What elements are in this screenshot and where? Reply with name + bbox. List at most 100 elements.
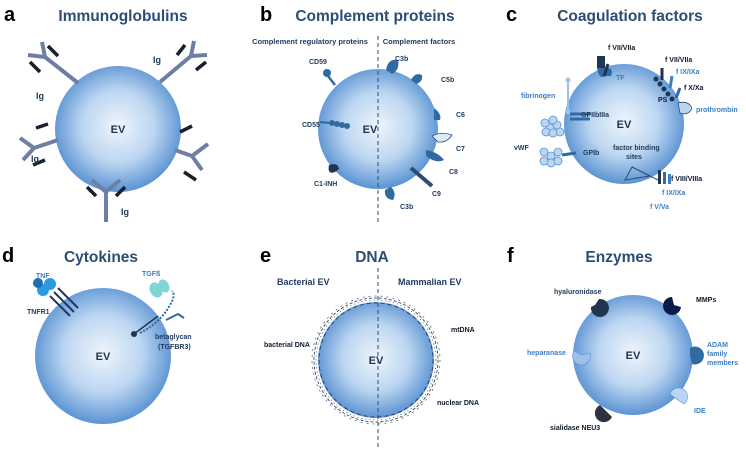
panel-letter-b: b bbox=[260, 4, 272, 26]
gpiibiiia-receptor bbox=[570, 112, 590, 121]
f9-bottom-label: f IX/IXa bbox=[662, 190, 685, 197]
dna-strands bbox=[311, 295, 441, 425]
c1-inh-protein bbox=[328, 164, 339, 173]
panel-title-f: Enzymes bbox=[585, 249, 652, 266]
panel-letter-e: e bbox=[260, 245, 271, 267]
gpib-receptor bbox=[561, 151, 577, 157]
panel-title-e: DNA bbox=[355, 249, 389, 266]
binding-sites-label-line2: sites bbox=[626, 154, 642, 161]
neu3-label: sialidase NEU3 bbox=[550, 425, 600, 432]
cd55-protein bbox=[319, 120, 350, 129]
gpiibiiia-label: GPIIbIIIa bbox=[581, 112, 609, 119]
c6-label: C6 bbox=[456, 112, 465, 119]
neu3-enzyme bbox=[594, 405, 612, 423]
adam-label-2: family bbox=[707, 351, 727, 358]
binding-site-arrows bbox=[624, 166, 659, 181]
panel-title-a: Immunoglobulins bbox=[58, 8, 187, 25]
tgfb-label: TGFß bbox=[142, 271, 161, 278]
ig-label-4: Ig bbox=[121, 207, 129, 217]
ev-label-b: EV bbox=[363, 124, 378, 136]
tenase-complex bbox=[653, 68, 682, 102]
f9-right-label: f IX/IXa bbox=[676, 69, 699, 76]
ps-label: PS bbox=[658, 97, 668, 104]
c9-protein bbox=[409, 166, 434, 188]
antibody-top-right bbox=[158, 40, 208, 84]
c6-protein bbox=[434, 108, 441, 120]
ev-label-f: EV bbox=[626, 350, 641, 362]
f7-top-label: f VII/VIIa bbox=[608, 45, 635, 52]
binding-sites-label-line1: factor binding bbox=[613, 145, 660, 152]
panel-d: d Cytokines EV TNF TNFR1 TGFß betaglycan… bbox=[2, 245, 192, 424]
ev-label-e: EV bbox=[369, 355, 384, 367]
panel-a: a Immunoglobulins EV Ig Ig Ig bbox=[4, 4, 210, 222]
ev-vesicle-a bbox=[55, 66, 181, 192]
c7-label: C7 bbox=[456, 146, 465, 153]
mammalian-ev-header: Mammalian EV bbox=[398, 277, 462, 287]
bacterial-ev-header: Bacterial EV bbox=[277, 277, 330, 287]
c8-label: C8 bbox=[449, 169, 458, 176]
tissue-factor-complex bbox=[597, 56, 612, 77]
ig-label-3: Ig bbox=[31, 154, 39, 164]
heparanase-label: heparanase bbox=[527, 350, 566, 357]
panel-c: c Coagulation factors EV f VII/VIIa TF f… bbox=[506, 4, 738, 211]
tnf-label: TNF bbox=[36, 273, 50, 280]
hyaluronidase-label: hyaluronidase bbox=[554, 289, 602, 296]
panel-e: e DNA Bacterial EV Mammalian EV EV bacte… bbox=[260, 245, 479, 448]
prothrombin-label: prothrombin bbox=[696, 107, 738, 114]
cd59-protein bbox=[323, 69, 336, 86]
panel-letter-d: d bbox=[2, 245, 14, 267]
fibrinogen-label: fibrinogen bbox=[521, 93, 555, 100]
antibody-right bbox=[174, 124, 210, 182]
ig-label-1: Ig bbox=[36, 91, 44, 101]
heparanase-enzyme bbox=[572, 350, 591, 366]
tnfr1-label: TNFR1 bbox=[27, 309, 50, 316]
c7-protein bbox=[431, 132, 453, 143]
panel-letter-f: f bbox=[507, 245, 514, 267]
vwf-multimer bbox=[539, 115, 565, 168]
tgfb-betaglycan-complex bbox=[131, 279, 185, 337]
ev-label-a: EV bbox=[111, 124, 126, 136]
c3b-top-label: C3b bbox=[395, 56, 408, 63]
ev-label-d: EV bbox=[96, 351, 111, 363]
antibody-top-left bbox=[27, 41, 80, 85]
c5b-label: C5b bbox=[441, 77, 454, 84]
mmps-label: MMPs bbox=[696, 297, 716, 304]
f10-label: f X/Xa bbox=[684, 85, 704, 92]
adam-label-3: members bbox=[707, 360, 738, 367]
ev-vesicle-e bbox=[318, 302, 434, 418]
c9-label: C9 bbox=[432, 191, 441, 198]
betaglycan-label: betaglycan bbox=[155, 334, 192, 341]
adam-enzyme bbox=[690, 346, 704, 365]
tgfbr3-label: (TGFBR3) bbox=[158, 344, 191, 351]
complement-factors-header: Complement factors bbox=[383, 37, 456, 46]
c3b-bottom-protein bbox=[384, 187, 395, 200]
panel-b: b Complement proteins Complement regulat… bbox=[252, 4, 465, 222]
tf-label: TF bbox=[616, 75, 625, 82]
ev-label-c: EV bbox=[617, 119, 632, 131]
panel-letter-a: a bbox=[4, 4, 16, 26]
ig-label-2: Ig bbox=[153, 55, 161, 65]
panel-letter-c: c bbox=[506, 4, 517, 26]
tnf-receptor-complex bbox=[33, 278, 79, 317]
panel-title-b: Complement proteins bbox=[295, 8, 454, 25]
hyaluronidase-enzyme bbox=[590, 298, 609, 317]
antibody-left bbox=[18, 122, 59, 167]
c8-protein bbox=[426, 150, 444, 162]
mmps-enzyme bbox=[663, 297, 681, 315]
bacterial-dna-label: bacterial DNA bbox=[264, 342, 310, 349]
fibrinogen-protein bbox=[565, 77, 571, 115]
c3b-top-protein bbox=[386, 59, 399, 74]
antibody-bottom bbox=[85, 178, 127, 222]
complement-regulatory-header: Complement regulatory proteins bbox=[252, 37, 368, 46]
f8-protein bbox=[658, 170, 671, 184]
panel-title-c: Coagulation factors bbox=[557, 8, 703, 25]
c3b-bottom-label: C3b bbox=[400, 204, 413, 211]
prothrombin-protein bbox=[677, 101, 693, 115]
ev-vesicle-c bbox=[564, 64, 684, 184]
vwf-label: vWF bbox=[514, 145, 530, 152]
c1-inh-label: C1-INH bbox=[314, 181, 337, 188]
f5-label: f V/Va bbox=[650, 204, 669, 211]
ide-label: IDE bbox=[694, 408, 706, 415]
gpib-label: GPIb bbox=[583, 150, 599, 157]
